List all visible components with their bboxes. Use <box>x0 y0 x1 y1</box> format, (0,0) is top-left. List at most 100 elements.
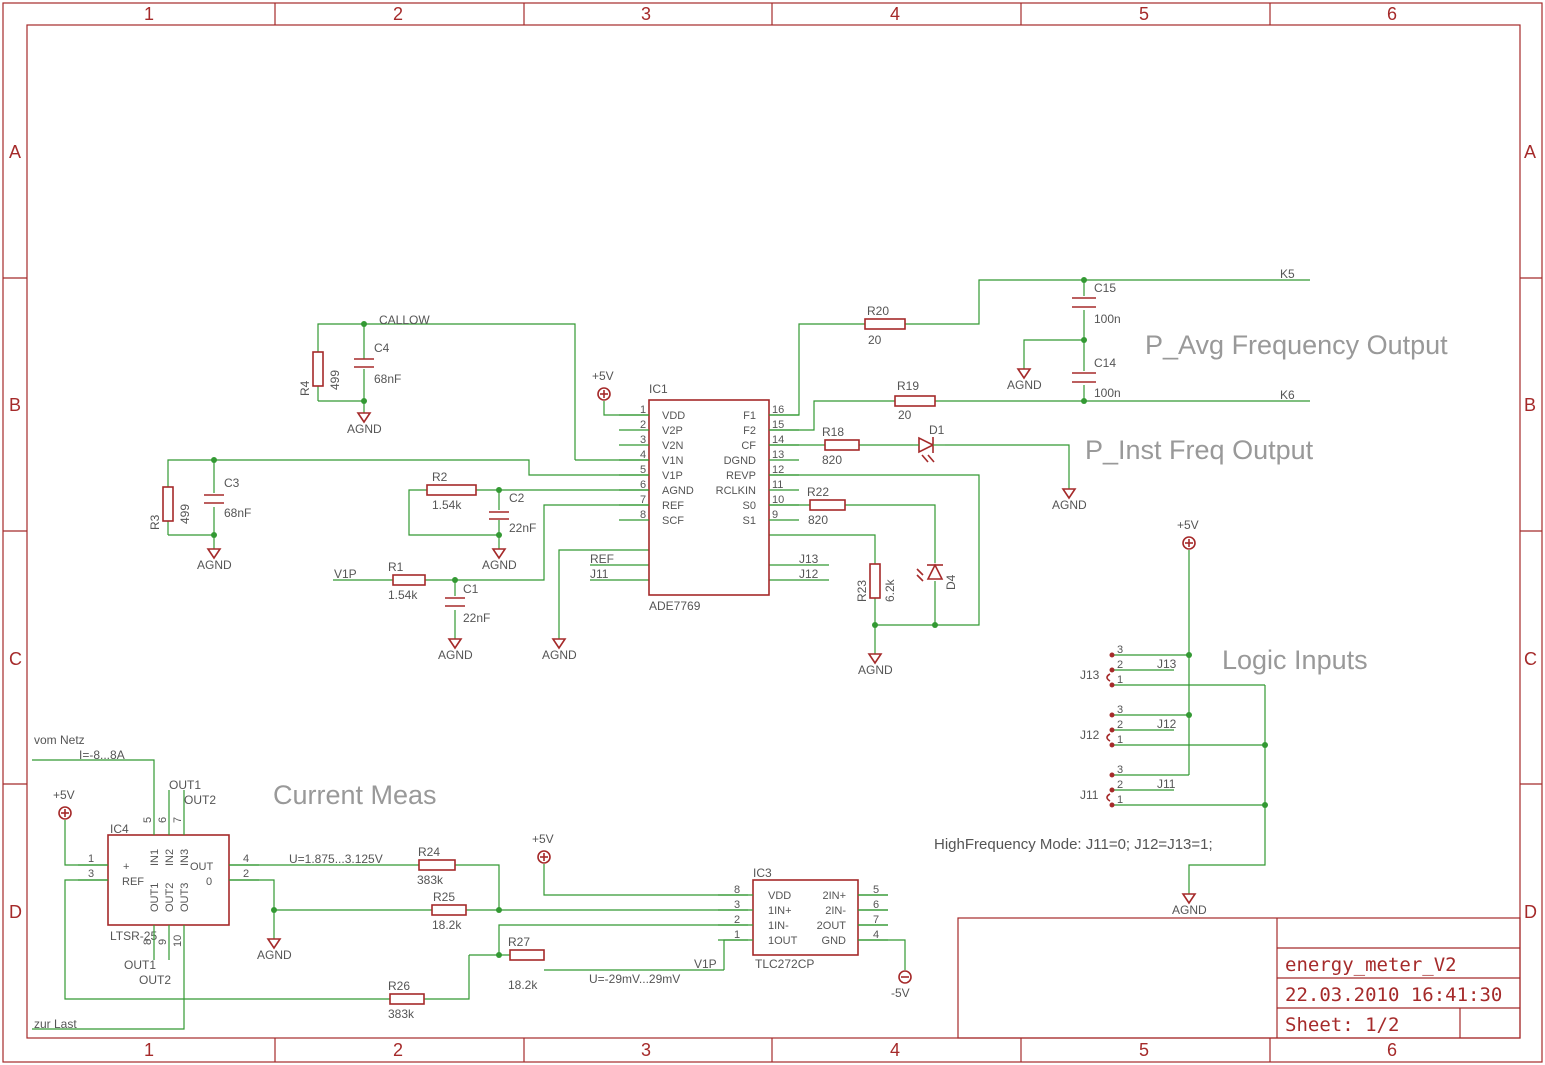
capacitor-c4 <box>354 358 374 386</box>
ic1-pin-number: 2 <box>640 419 646 431</box>
ic4-ext-label: OUT2 <box>139 973 171 987</box>
resistor-r24 <box>418 859 456 871</box>
net-label-current-range: I=-8...8A <box>79 748 125 762</box>
net-label-v1p-out: V1P <box>694 957 717 971</box>
ic1-pin-number: 8 <box>640 509 646 521</box>
column-label: 6 <box>1387 1040 1397 1060</box>
r24-value: 383k <box>417 873 444 887</box>
row-label: D <box>1524 902 1537 922</box>
c15-value: 100n <box>1094 312 1121 326</box>
sheet-number: Sheet: 1/2 <box>1285 1014 1399 1036</box>
capacitor-c2 <box>489 511 509 520</box>
ic4-pin-label: IN1 <box>149 849 161 866</box>
capacitor-c15 <box>1072 297 1096 308</box>
ic1-pin-name: S0 <box>743 500 756 512</box>
resistor-r1 <box>392 574 426 586</box>
drawing-datetime: 22.03.2010 16:41:30 <box>1285 984 1502 1006</box>
title-block: energy_meter_V2 22.03.2010 16:41:30 Shee… <box>957 917 1521 1039</box>
minus5v-symbol: -5V <box>891 970 912 1000</box>
net-label-ref: REF <box>590 552 614 566</box>
ic4-ref: IC4 <box>110 822 129 836</box>
r18-value: 820 <box>822 453 842 467</box>
agnd-symbol: AGND <box>1007 368 1042 392</box>
ic1-pin-name: V1N <box>662 455 683 467</box>
ic3-pin-name: 1IN+ <box>768 905 792 917</box>
ic1-pin-name: AGND <box>662 485 694 497</box>
jumper-pin-number: 1 <box>1117 794 1123 806</box>
ic1-pin-name: F2 <box>743 425 756 437</box>
ic1-value: ADE7769 <box>649 599 701 613</box>
ic3-pin-number: 4 <box>873 929 879 941</box>
jumper-net-label: J11 <box>1157 777 1176 791</box>
ic3-pin-number: 3 <box>734 899 740 911</box>
ic4-pin-label: + <box>123 861 129 873</box>
ic4-pin-num: 3 <box>88 868 94 880</box>
agnd-symbol: AGND <box>438 638 473 662</box>
row-label: B <box>9 395 21 415</box>
ic4-ext-label: OUT1 <box>124 958 156 972</box>
column-label: 2 <box>393 1040 403 1060</box>
ic4-ext-label: OUT2 <box>184 793 216 807</box>
resistors: R20 20 R19 20 R18 820 R22 820 R2 1.54k R… <box>148 304 936 1021</box>
jumper-pin-number: 3 <box>1117 764 1123 776</box>
resistor-r2 <box>426 484 477 496</box>
wires <box>32 279 1310 1030</box>
net-label-j11: J11 <box>590 567 609 581</box>
r19-ref: R19 <box>897 379 919 393</box>
ic3-pin-name: VDD <box>768 890 791 902</box>
resistor-r23 <box>869 563 881 599</box>
ic1-pin-name: SCF <box>662 515 684 527</box>
ic3-pin-number: 7 <box>873 914 879 926</box>
c2-value: 22nF <box>509 521 536 535</box>
plus5v-label: +5V <box>1177 518 1199 532</box>
ic1-pin-number: 7 <box>640 494 646 506</box>
c15-ref: C15 <box>1094 281 1116 295</box>
ic3-pin-name: 1IN- <box>768 920 789 932</box>
r19-value: 20 <box>898 408 912 422</box>
r26-ref: R26 <box>388 979 410 993</box>
ic4-value: LTSR-25 <box>110 929 157 943</box>
agnd-label: AGND <box>482 558 517 572</box>
net-label-k5: K5 <box>1280 267 1295 281</box>
ic3-value: TLC272CP <box>755 957 814 971</box>
jumper-pin-number: 2 <box>1117 659 1123 671</box>
ic3-pin-name: 2IN+ <box>822 890 846 902</box>
ic1-ade7769: IC1 ADE7769 VDD1V2P2V2N3V1N4V1P5AGND6REF… <box>619 382 799 613</box>
agnd-label: AGND <box>1052 498 1087 512</box>
junctions <box>211 277 1268 958</box>
column-label: 1 <box>144 4 154 24</box>
ic3-pin-number: 5 <box>873 884 879 896</box>
agnd-label: AGND <box>438 648 473 662</box>
r3-ref: R3 <box>148 514 162 530</box>
ic1-pin-name: DGND <box>724 455 756 467</box>
jumper-pin-number: 3 <box>1117 704 1123 716</box>
resistor-r25 <box>431 904 467 916</box>
resistor-r20 <box>864 318 906 330</box>
ic1-pin-name: REF <box>662 500 684 512</box>
jumper-pin-number: 1 <box>1117 674 1123 686</box>
plus5v-symbol: +5V <box>532 832 554 864</box>
plus5v-symbol: +5V <box>1177 518 1199 550</box>
ic3-pin-number: 1 <box>734 929 740 941</box>
ic1-pin-name: V2P <box>662 425 683 437</box>
capacitor-c1 <box>445 597 465 607</box>
ic4-pin-label: 0 <box>206 876 212 888</box>
ic4-pin-label: REF <box>122 876 144 888</box>
net-label-u-ltsr: U=1.875...3.125V <box>289 852 383 866</box>
r4-value: 499 <box>328 370 342 390</box>
net-label-zur-last: zur Last <box>34 1017 77 1031</box>
ic4-pin-num: 6 <box>157 817 169 823</box>
agnd-label: AGND <box>197 558 232 572</box>
r27-ref: R27 <box>508 935 530 949</box>
jumper-pin-number: 3 <box>1117 644 1123 656</box>
agnd-symbol: AGND <box>858 653 893 677</box>
c3-value: 68nF <box>224 506 251 520</box>
agnd-symbol: AGND <box>542 638 577 662</box>
ic4-pin-label: OUT3 <box>179 883 191 912</box>
column-label: 3 <box>641 1040 651 1060</box>
